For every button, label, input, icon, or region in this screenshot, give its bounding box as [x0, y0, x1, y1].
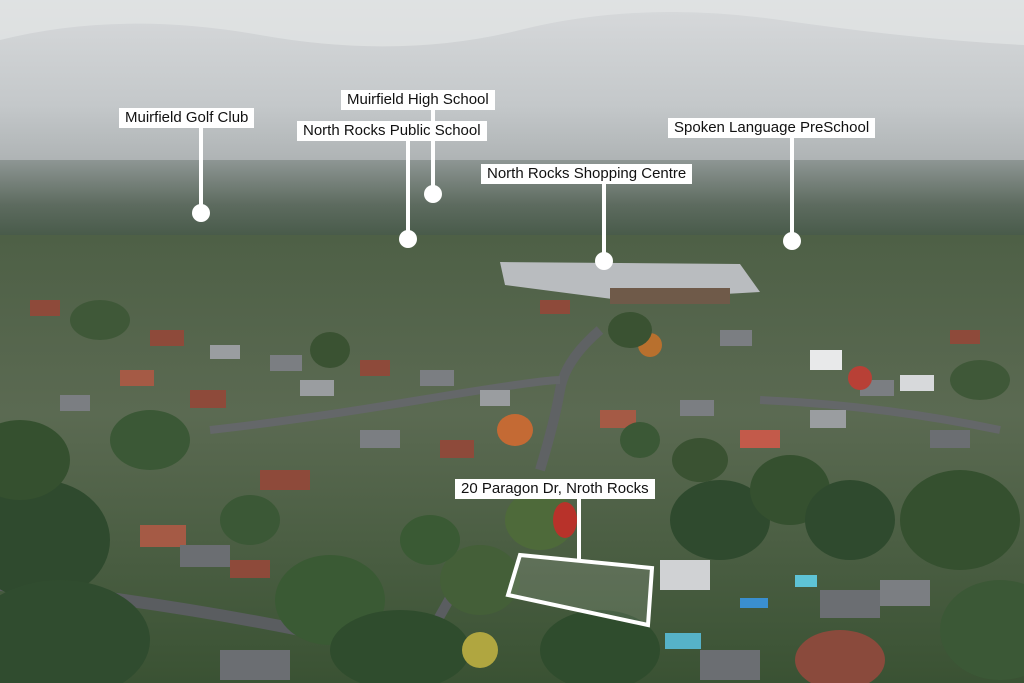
property-outline [505, 552, 655, 628]
label-high-school: Muirfield High School [341, 90, 495, 110]
pin-line [406, 140, 410, 236]
trees [0, 300, 1024, 683]
road [535, 326, 604, 472]
pool [740, 598, 768, 608]
label-shopping-centre: North Rocks Shopping Centre [481, 164, 693, 184]
pool [665, 633, 701, 649]
pin-dot [424, 185, 442, 203]
clouds [0, 0, 1024, 47]
label-preschool: Spoken Language PreSchool [668, 118, 876, 138]
pin-line [199, 128, 203, 210]
pin-line [577, 498, 581, 560]
pin-dot [595, 252, 613, 270]
pool [795, 575, 817, 587]
pin-line [790, 137, 794, 237]
pin-dot [399, 230, 417, 248]
pin-line [431, 110, 435, 190]
shopping-centre-facade [610, 288, 730, 304]
pin-dot [192, 204, 210, 222]
label-public-school: North Rocks Public School [297, 121, 487, 141]
pin-line [602, 183, 606, 261]
label-property: 20 Paragon Dr, Nroth Rocks [455, 479, 655, 499]
label-golf-club: Muirfield Golf Club [119, 108, 255, 128]
houses [30, 300, 980, 680]
road [209, 376, 561, 434]
pin-dot [783, 232, 801, 250]
road [759, 396, 1001, 434]
